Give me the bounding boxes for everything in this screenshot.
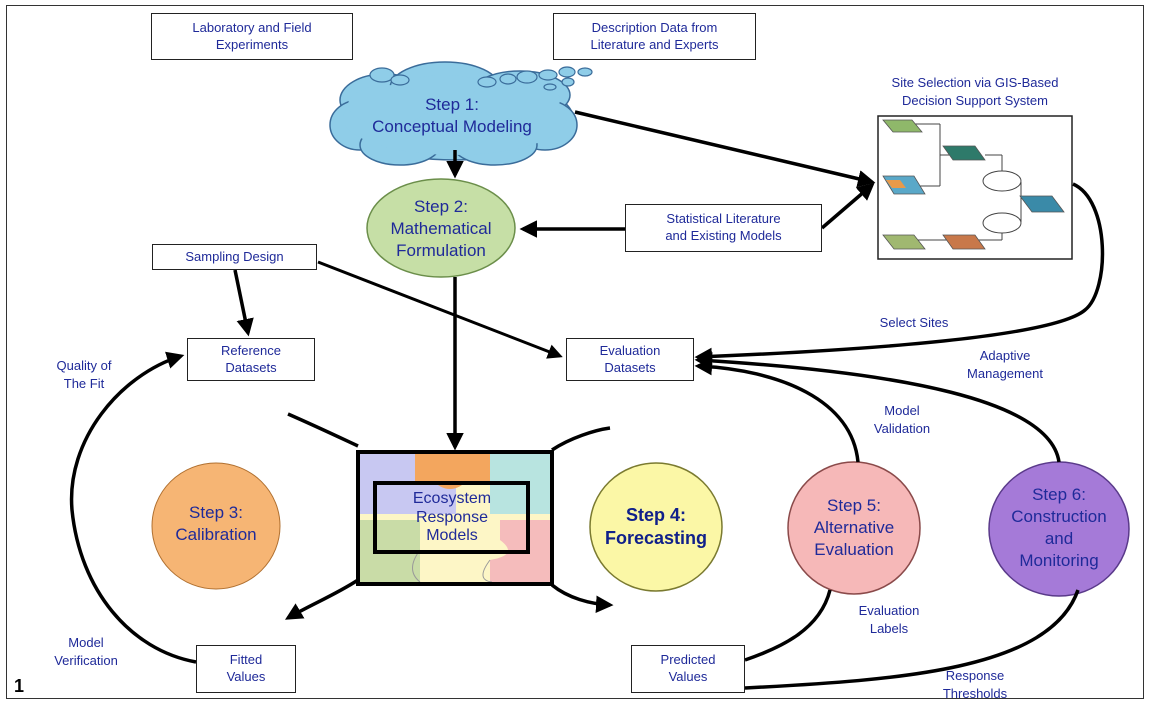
arrow-step6-to-evaluation — [694, 352, 1061, 463]
adaptive-management-label: Adaptive Management — [967, 348, 1043, 381]
figure-frame — [6, 5, 1144, 699]
step1-cloud — [329, 61, 593, 166]
step2-label: Step 2: Mathematical Formulation — [390, 196, 492, 261]
step3-ellipse — [151, 462, 281, 590]
statistical-literature-box: Statistical Literature and Existing Mode… — [625, 204, 822, 252]
arrow-sampling-to-evaluation — [317, 260, 563, 359]
model-validation-label: Model Validation — [873, 403, 931, 436]
step5-label: Step 5: Alternative Evaluation — [813, 495, 895, 560]
reference-datasets-box: Reference Datasets — [187, 338, 315, 381]
arc-calibration-top — [287, 412, 359, 448]
quality-of-fit-label: Quality of The Fit — [56, 358, 112, 391]
description-data-box: Description Data from Literature and Exp… — [553, 13, 756, 60]
arrow-statistical-to-gis — [820, 182, 875, 230]
select-sites-label: Select Sites — [879, 315, 949, 330]
fitted-values-box: Fitted Values — [196, 645, 296, 693]
arrow-step6-to-predicted — [744, 589, 1080, 690]
site-selection-label: Site Selection via GIS-Based Decision Su… — [891, 75, 1059, 108]
ecosystem-models-label: Ecosystem Response Models — [412, 490, 492, 545]
step4-label: Step 4: Forecasting — [604, 504, 708, 548]
step2-ellipse — [366, 178, 516, 278]
puzzle-graphic — [356, 450, 554, 586]
arrow-sampling-to-reference — [233, 269, 254, 337]
arc-forecasting-bottom — [550, 583, 614, 614]
evaluation-datasets-box: Evaluation Datasets — [566, 338, 694, 381]
step4-ellipse — [589, 462, 723, 592]
evaluation-labels-label: Evaluation Labels — [858, 603, 920, 636]
predicted-values-box: Predicted Values — [631, 645, 745, 693]
step6-label: Step 6: Construction and Monitoring — [1011, 484, 1107, 571]
step1-label: Step 1: Conceptual Modeling — [372, 94, 532, 136]
lab-field-experiments-box: Laboratory and Field Experiments — [151, 13, 353, 60]
arrow-gis-to-evaluation — [694, 182, 1105, 366]
arrow-step5-to-evaluation — [694, 357, 860, 463]
figure-number: 1 — [14, 676, 25, 696]
step5-ellipse — [787, 461, 921, 595]
step3-label: Step 3: Calibration — [175, 502, 257, 544]
model-verification-label: Model Verification — [54, 635, 118, 668]
arrow-step5-to-predicted — [744, 589, 832, 662]
response-thresholds-label: Response Thresholds — [942, 668, 1008, 701]
arrow-fitted-to-reference — [69, 351, 197, 664]
arc-calibration-bottom — [284, 578, 359, 620]
gis-decision-support-panel — [877, 115, 1073, 260]
arrows — [69, 110, 1105, 690]
sampling-design-box: Sampling Design — [152, 244, 317, 270]
arrow-step1-to-gis — [574, 110, 876, 188]
arc-forecasting-top — [551, 426, 611, 452]
